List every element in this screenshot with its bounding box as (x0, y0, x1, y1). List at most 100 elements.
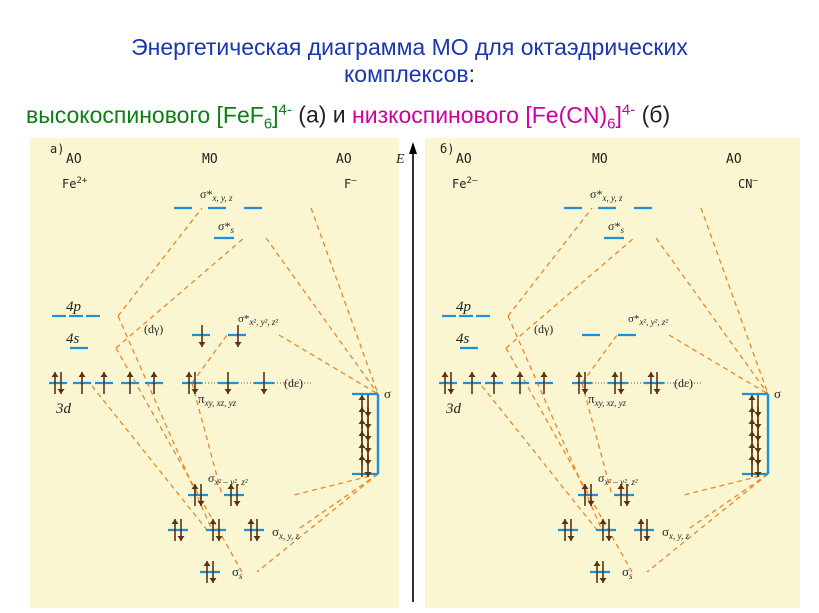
low-spin-label: низкоспинового [Fe(CN)6]4- (352, 101, 636, 133)
panel-a-e-3d-2-head (78, 372, 86, 377)
title-line-2: комплексов: (0, 61, 819, 88)
panel-b-conn-lig-eg (683, 473, 769, 496)
panel-a-e-3d-3-head (100, 372, 108, 377)
panel-a-e-egstar-2-head (234, 342, 242, 347)
panel-b-e-xyz-1-down-head (567, 536, 575, 541)
panel-b-label-sigma-lig: σ (774, 386, 781, 401)
panel-a-e-xyz-1-down-head (177, 536, 185, 541)
panel-b-e-eg-2-down-head (623, 501, 631, 506)
panel-a-e-pi-2-head (224, 389, 232, 394)
energy-axis-arrowhead (409, 142, 417, 154)
panel-a-e-lig-2-up-head (358, 407, 366, 412)
panel-b-label-sigma-star-s: σ*s (608, 219, 624, 235)
panel-b-e-lig-6-up-head (748, 455, 756, 460)
panel-b-e-lig-3-up-head (748, 419, 756, 424)
panel-a-e-xyz-2-up-head (209, 519, 217, 524)
panel-a-e-egstar-1-head (198, 342, 206, 347)
panel-b-e-3d-4-head (516, 372, 524, 377)
panel-a-label-sigma-s: σs (232, 564, 243, 581)
panel-a-e-3d-1-up-head (51, 372, 59, 377)
panel-b-conn-4s-s (505, 347, 633, 573)
panel-b-e-3d-1-down-head (447, 389, 455, 394)
panel-b-e-3d-3-head (490, 372, 498, 377)
panel-a-e-lig-3-up-head (358, 419, 366, 424)
panel-b-e-xyz-3-up-head (637, 519, 645, 524)
panel-b-conn-4s-ss (505, 237, 635, 349)
panel-a-e-xyz-2-down-head (215, 536, 223, 541)
panel-b-e-xyz-2-down-head (605, 536, 613, 541)
panel-b-ao-right: АО (726, 152, 742, 167)
panel-b-e-pi-3-up-head (647, 372, 655, 377)
panel-a-e-xyz-3-down-head (253, 536, 261, 541)
panel-a-e-xyz-3-up-head (247, 519, 255, 524)
panel-b-conn-3d-eg (581, 382, 613, 496)
panel-b-e-eg-1-down-head (587, 501, 595, 506)
panel-b-e-lig-1-up-head (748, 395, 756, 400)
panel-a-conn-3d-eg-star (191, 334, 228, 384)
title-complexes: комплексов (343, 61, 469, 87)
panel-a-label-dgamma: (dγ) (144, 322, 163, 336)
panel-a-e-eg-2-down-head (233, 501, 241, 506)
panel-b-label-4p: 4p (456, 299, 472, 315)
panel-a-e-xyz-1-up-head (171, 519, 179, 524)
panel-b-label-sigma-star-xyz: σ*x, y, z (590, 187, 623, 203)
panel-a-label-4s: 4s (66, 331, 80, 347)
panel-a-e-s-up-head (203, 561, 211, 566)
panel-b-mo: МО (592, 152, 608, 167)
panel-b-tag: б) (440, 142, 454, 156)
panel-b-ligand: CN– (738, 176, 758, 191)
panel-b-e-eg-2-up-head (617, 484, 625, 489)
panel-a-conn-3d-left (91, 385, 208, 531)
panel-b-e-lig-4-up-head (748, 431, 756, 436)
panel-b-conn-lig-s (646, 473, 769, 573)
panel-b-e-pi-1-up-head (575, 372, 583, 377)
panel-a-e-s-down-head (209, 578, 217, 583)
panel-b-label-deps: (dε) (674, 376, 693, 390)
panel-a-e-eg-2-up-head (227, 484, 235, 489)
panel-b-ao-left: АО (456, 152, 472, 167)
panel-b-e-3d-2-head (468, 372, 476, 377)
panel-b-e-pi-2-down-head (617, 389, 625, 394)
panel-b-e-pi-2-up-head (611, 372, 619, 377)
panel-a-e-lig-6-down-head (364, 472, 372, 477)
panel-b-e-pi-1-down-head (581, 389, 589, 394)
panel-b-label-4s: 4s (456, 331, 470, 347)
panel-a-label-3d: 3d (55, 401, 72, 417)
high-spin-label: высокоспинового [FeF6]4- (26, 101, 292, 133)
panel-b-e-3d-1-up-head (441, 372, 449, 377)
panel-a-label-sigma-lig: σ (384, 386, 391, 401)
panel-a-ao-right: АО (336, 152, 352, 167)
tag-a-and: (а) и (291, 101, 353, 128)
panel-a-e-lig-5-up-head (358, 443, 366, 448)
panel-b-conn-4p-sxyz (507, 207, 593, 317)
panel-b-conn-3d-left (481, 385, 598, 531)
panel-a-conn-3d-eg (191, 382, 223, 496)
panel-b-conn-lig-xyz (686, 473, 769, 531)
panel-a-conn-lig-sxyz (310, 207, 379, 395)
tag-b: (б) (635, 101, 671, 128)
panel-b-label-dgamma: (dγ) (534, 322, 553, 336)
panel-a-label-4p: 4p (66, 299, 82, 315)
panel-b-metal-ion: Fe2– (452, 176, 478, 191)
panel-b-conn-4p-xyz (507, 315, 603, 531)
panel-a-label-pi: πxy, xz, yz (198, 391, 237, 408)
panel-a-tag: а) (50, 142, 64, 156)
panel-a-conn-4s-ss (115, 237, 245, 349)
panel-a-conn-4s-s (115, 347, 243, 573)
panel-a-conn-lig-egstar (278, 334, 379, 395)
panel-b-e-eg-1-up-head (581, 484, 589, 489)
panel-a-e-3d-5-head (150, 372, 158, 377)
panel-a-e-eg-1-up-head (191, 484, 199, 489)
panel-b-e-xyz-2-up-head (599, 519, 607, 524)
panel-b-e-xyz-1-up-head (561, 519, 569, 524)
title-colon: : (468, 61, 476, 87)
panel-a-e-pi-3-head (260, 389, 268, 394)
panel-a-e-pi-1-down-head (191, 389, 199, 394)
panel-a-conn-lig-eg (293, 473, 379, 496)
panel-a-label-sigma-star-xyz: σ*x, y, z (200, 187, 233, 203)
panel-a-conn-4p-sxyz (117, 207, 203, 317)
panel-b-e-s-down-head (599, 578, 607, 583)
